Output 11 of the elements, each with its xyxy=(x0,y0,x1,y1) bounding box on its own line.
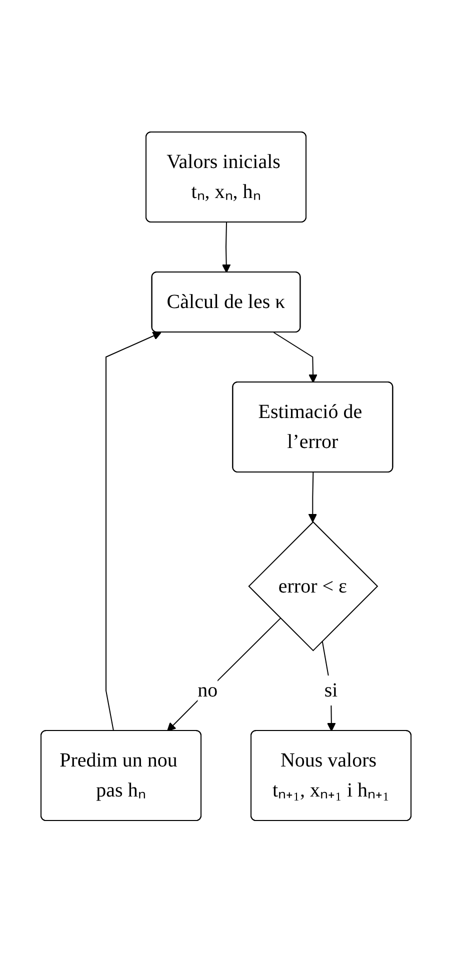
node-text: Nous valors tₙ₊₁, xₙ₊₁ i hₙ₊₁ xyxy=(272,750,390,802)
edge-label: si xyxy=(324,680,338,702)
node-diamond: error < ε xyxy=(248,522,378,652)
node-text: Predim un nou pas hₙ xyxy=(59,750,177,802)
arrow xyxy=(272,332,317,384)
arrow xyxy=(221,222,230,274)
arrow xyxy=(166,618,280,732)
edge-label: no xyxy=(197,680,218,702)
node-text: Valors inicials tₙ, xₙ, hₙ xyxy=(166,151,280,204)
arrow xyxy=(105,332,161,732)
arrow xyxy=(308,472,317,523)
